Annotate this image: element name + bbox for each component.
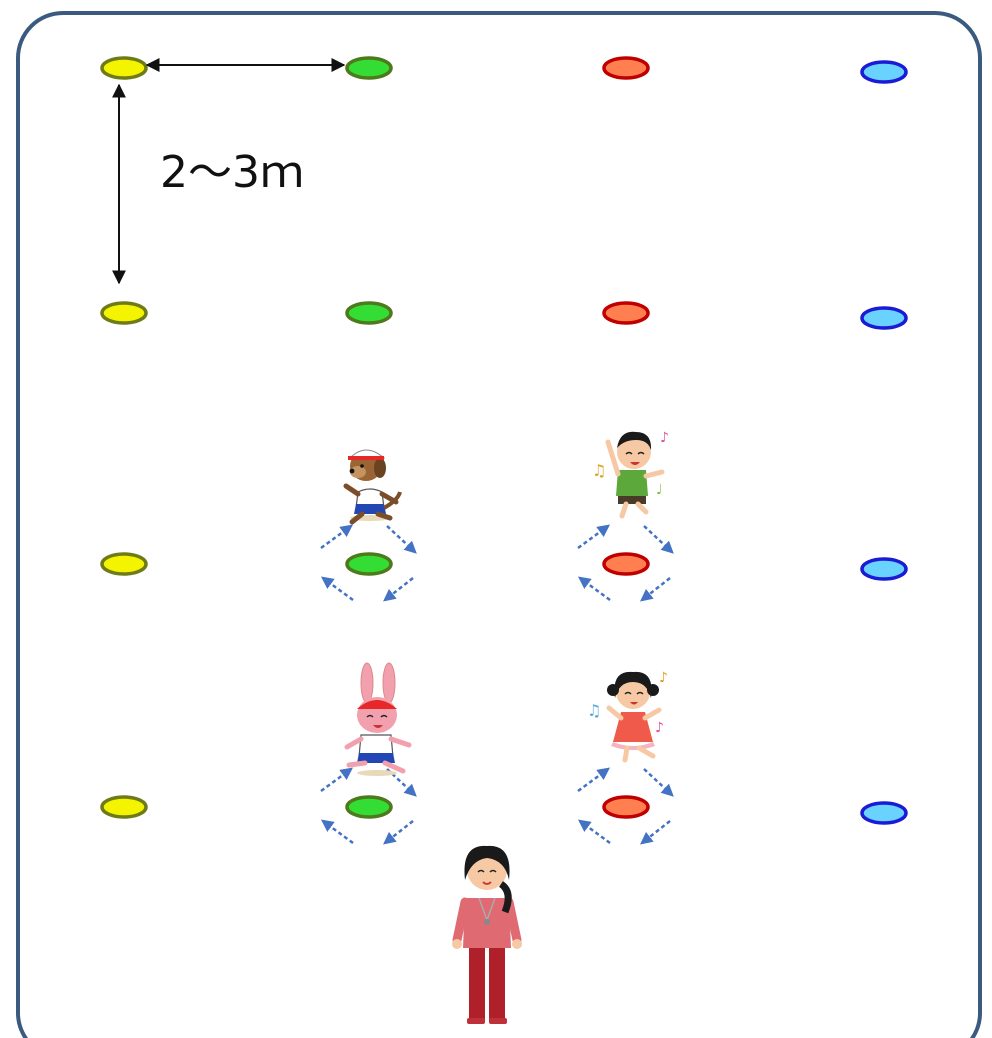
girl-character-icon: ♫ ♪ ♪ <box>587 670 668 763</box>
green-marker <box>345 56 393 80</box>
rotation-arrow <box>383 577 414 602</box>
rotation-arrow <box>320 767 354 793</box>
rotation-arrow <box>383 820 414 845</box>
svg-text:♫: ♫ <box>592 461 606 480</box>
rabbit-character-icon <box>344 662 412 776</box>
rotation-arrow <box>386 525 417 554</box>
rotation-arrow <box>643 768 674 797</box>
boy-character-icon: ♫ ♪ ♩ <box>592 430 669 519</box>
rotation-arrow-set <box>577 524 674 602</box>
svg-text:♪: ♪ <box>655 720 664 736</box>
rotation-arrow <box>640 820 671 845</box>
activity-area-border <box>16 11 982 1038</box>
svg-text:♫: ♫ <box>587 701 601 720</box>
rotation-arrow <box>577 524 611 550</box>
blue-marker <box>860 557 908 581</box>
blue-marker <box>860 801 908 825</box>
green-marker <box>345 301 393 325</box>
red-marker <box>602 552 650 576</box>
green-marker <box>345 795 393 819</box>
rotation-arrows <box>320 524 674 845</box>
yellow-marker <box>100 552 148 576</box>
svg-text:♪: ♪ <box>659 670 668 686</box>
rotation-arrow <box>320 524 354 550</box>
rotation-arrow <box>640 577 671 602</box>
yellow-marker <box>100 301 148 325</box>
red-marker <box>602 56 650 80</box>
green-marker <box>345 552 393 576</box>
rotation-arrow <box>577 576 611 602</box>
teacher-character-icon <box>452 845 522 1024</box>
rotation-arrow <box>320 819 354 845</box>
yellow-marker <box>100 795 148 819</box>
dog-character-icon <box>343 449 402 525</box>
marker-grid <box>100 56 908 825</box>
blue-marker <box>860 306 908 330</box>
rotation-arrow <box>386 768 417 797</box>
distance-label: 2～3ｍ <box>160 147 304 198</box>
svg-text:♩: ♩ <box>656 482 663 498</box>
blue-marker <box>860 60 908 84</box>
rotation-arrow <box>643 525 674 554</box>
red-marker <box>602 795 650 819</box>
rotation-arrow <box>577 819 611 845</box>
svg-text:♪: ♪ <box>660 430 669 446</box>
rotation-arrow <box>577 767 611 793</box>
rotation-arrow-set <box>320 767 417 845</box>
rotation-arrow-set <box>320 524 417 602</box>
yellow-marker <box>100 56 148 80</box>
rotation-arrow <box>320 576 354 602</box>
red-marker <box>602 301 650 325</box>
rotation-arrow-set <box>577 767 674 845</box>
